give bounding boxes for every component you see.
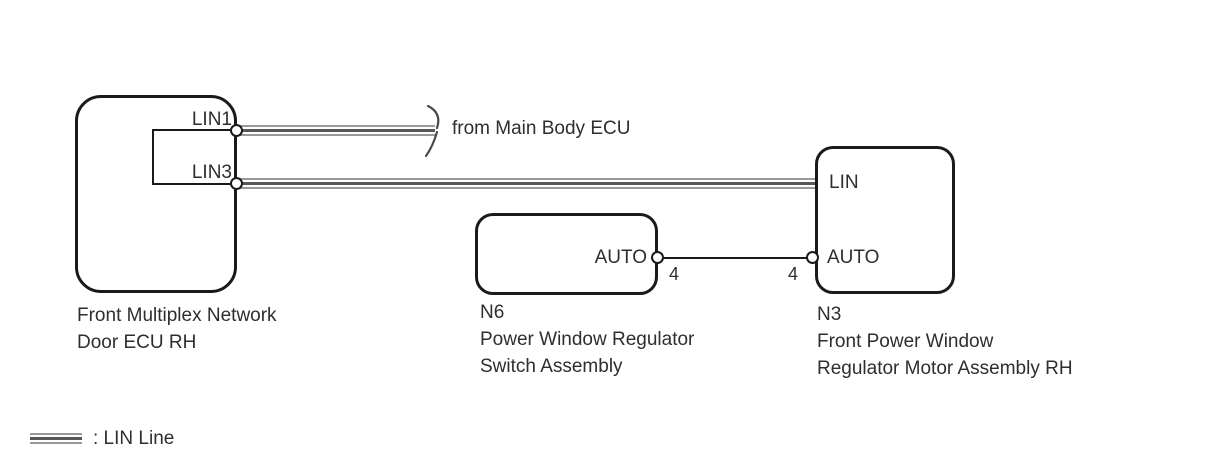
motor-auto-terminal-number: 4 bbox=[788, 264, 799, 284]
auto-signal-wire bbox=[663, 257, 809, 259]
switch-assembly-name-line2: Switch Assembly bbox=[480, 356, 623, 377]
motor-assembly-name-line2: Regulator Motor Assembly RH bbox=[817, 358, 1073, 379]
terminal-lin3 bbox=[230, 177, 243, 190]
door-ecu-name-line2: Door ECU RH bbox=[77, 332, 197, 353]
terminal-switch-auto bbox=[651, 251, 664, 264]
terminal-motor-auto bbox=[806, 251, 819, 264]
pin-label-motor-lin: LIN bbox=[829, 172, 859, 193]
switch-assembly-code: N6 bbox=[480, 302, 505, 323]
lin-line-legend-label: : LIN Line bbox=[93, 428, 175, 449]
door-ecu-internal-connector bbox=[152, 129, 237, 185]
pin-label-lin3: LIN3 bbox=[191, 162, 232, 183]
motor-assembly-name: N3 Front Power Window Regulator Motor As… bbox=[817, 301, 1073, 382]
lin-line-legend-symbol bbox=[30, 433, 82, 444]
switch-assembly-name-line1: Power Window Regulator bbox=[480, 329, 695, 350]
switch-assembly-box bbox=[475, 213, 658, 295]
lin1-wire bbox=[239, 125, 435, 136]
pin-label-switch-auto: AUTO bbox=[594, 247, 647, 268]
door-ecu-name-line1: Front Multiplex Network bbox=[77, 305, 277, 326]
switch-auto-terminal-number: 4 bbox=[669, 264, 680, 284]
pin-label-motor-auto: AUTO bbox=[827, 247, 880, 268]
wire-continuation-symbol bbox=[424, 104, 440, 158]
door-ecu-name: Front Multiplex Network Door ECU RH bbox=[77, 302, 277, 356]
pin-label-lin1: LIN1 bbox=[191, 109, 232, 130]
lin3-wire bbox=[239, 178, 817, 189]
motor-assembly-name-line1: Front Power Window bbox=[817, 331, 994, 352]
door-ecu-box bbox=[75, 95, 237, 293]
terminal-lin1 bbox=[230, 124, 243, 137]
switch-assembly-name: N6 Power Window Regulator Switch Assembl… bbox=[480, 299, 694, 380]
motor-assembly-box bbox=[815, 146, 955, 294]
from-main-body-ecu-label: from Main Body ECU bbox=[452, 118, 631, 139]
motor-assembly-code: N3 bbox=[817, 304, 842, 325]
